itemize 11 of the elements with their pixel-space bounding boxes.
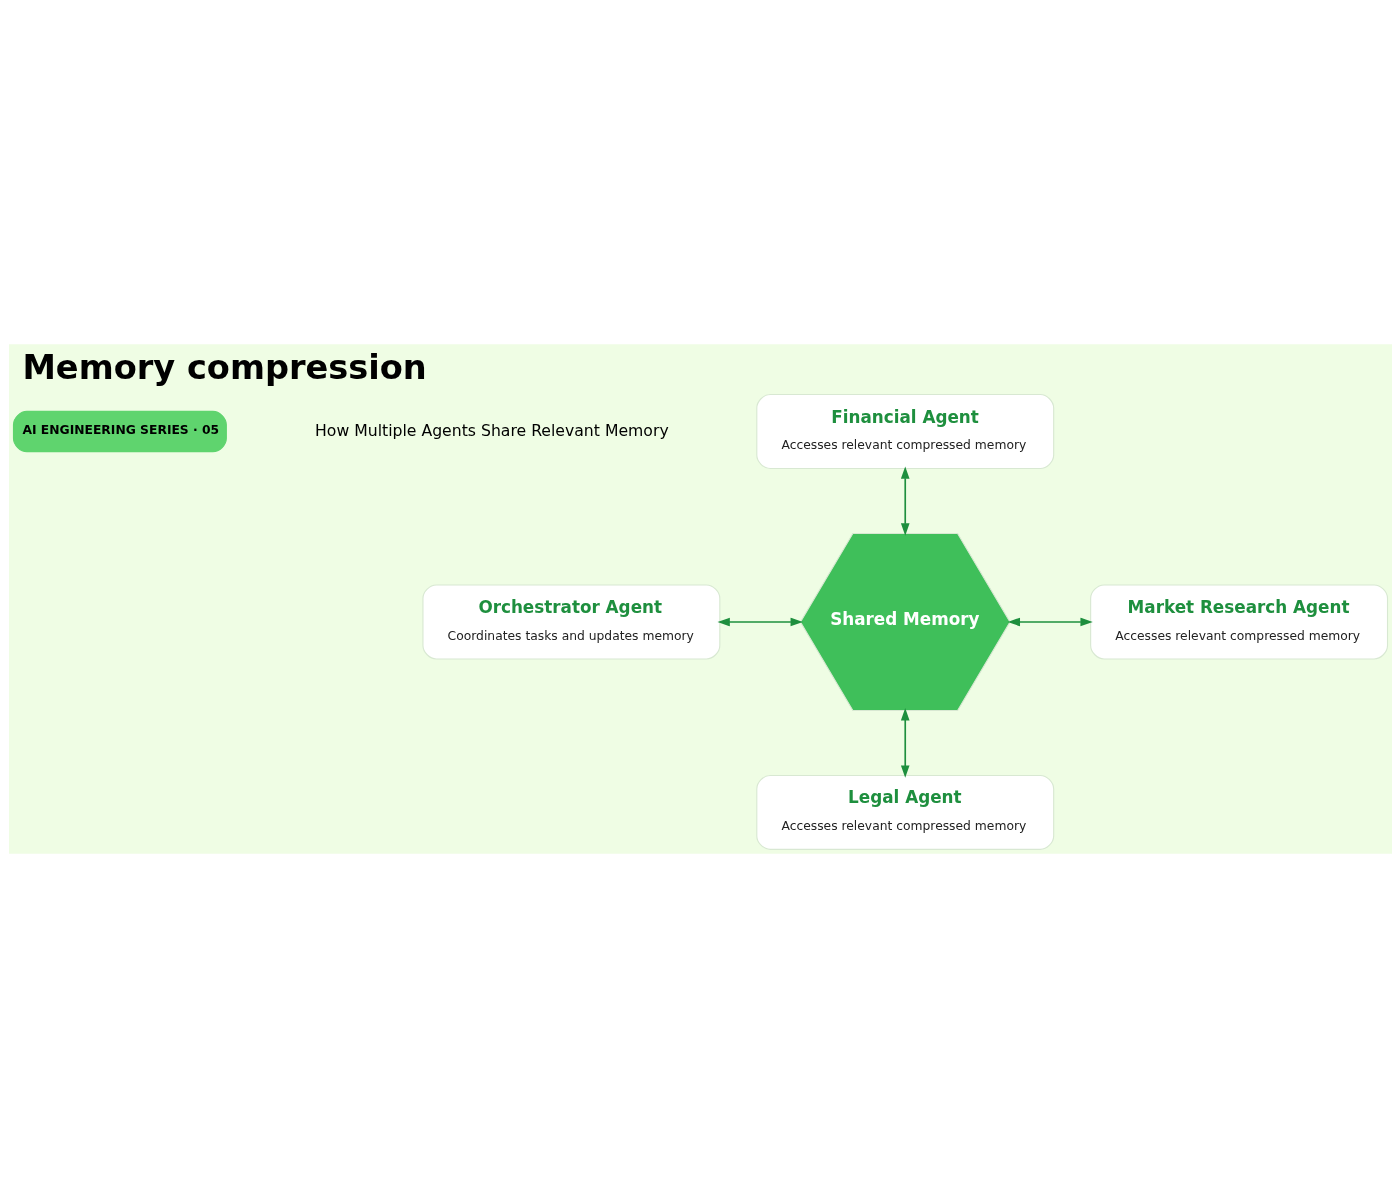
node-box: Orchestrator Agent Coordinates tasks and updates memory (421, 583, 720, 659)
node-box: Legal Agent Accesses relevant compressed memory (755, 774, 1054, 850)
label: How Multiple Agents Share Relevant Memory (314, 420, 669, 440)
arrow (717, 617, 803, 626)
arrow (1007, 617, 1093, 626)
node-box: Financial Agent Accesses relevant compressed memory (755, 393, 1054, 469)
arrow (900, 707, 910, 778)
label: AI ENGINEERING SERIES · 05 (21, 422, 219, 437)
arrow (900, 465, 910, 536)
diagram-title: Memory compression (21, 347, 427, 387)
node-box: Market Research Agent Accesses relevant compressed memory (1089, 583, 1388, 659)
